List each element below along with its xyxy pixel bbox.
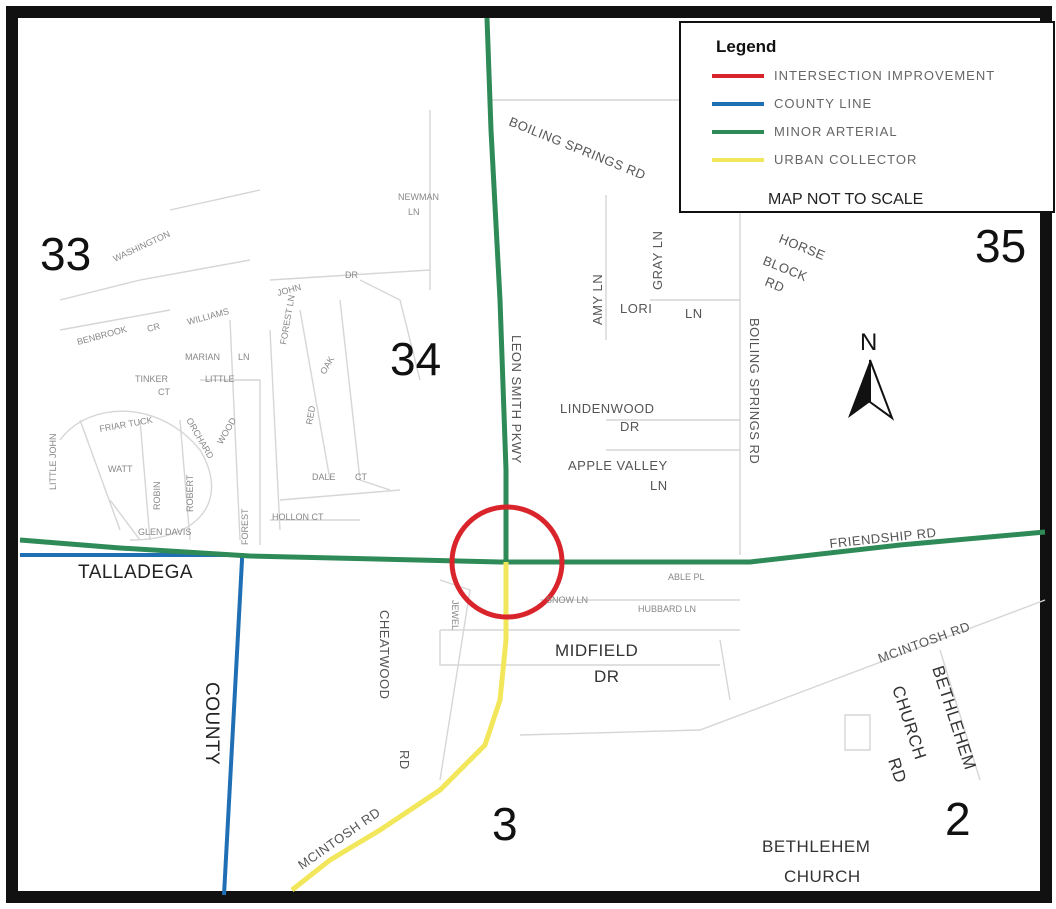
watt-label: WATT [108,464,133,474]
section-3-label: 3 [492,798,518,850]
midfield-label: MIDFIELD [555,641,638,660]
north-arrow-label: N [860,329,877,356]
little-label: LITTLE [205,374,235,384]
newman-label: NEWMAN [398,192,439,202]
county-label: COUNTY [201,682,222,765]
marian-ln-label: LN [238,352,250,362]
hubbard-ln-label: HUBBARD LN [638,604,696,614]
tinker-ct-label: CT [158,387,170,397]
forest-label: FOREST [240,508,250,545]
leon-smith-pkwy-line [484,17,509,562]
bethlehem-church-label-1: BETHLEHEM [762,837,870,856]
gray-ln-label: GRAY LN [650,231,665,290]
horse-block-rd-label: RD [763,274,787,295]
glen-davis-label: GLEN DAVIS [138,527,191,537]
section-34-label: 34 [390,333,441,385]
lori-ln-label: LN [685,306,703,321]
section-2-label: 2 [945,793,971,845]
amy-ln-label: AMY LN [590,274,605,325]
friendship-rd-line [19,529,1046,565]
section-33-label: 33 [40,228,91,280]
marian-label: MARIAN [185,352,220,362]
intersection-improvement-marker [449,504,565,620]
newman-ln-label: LN [408,207,420,217]
cheatwood-label: CHEATWOOD [377,610,392,699]
local-streets [59,99,1046,781]
cheatwood-rd-label: RD [397,750,412,770]
lindenwood-label: LINDENWOOD [560,401,655,416]
section-35-label: 35 [975,220,1026,272]
robert-label: ROBERT [185,474,195,512]
cr-label: CR [146,321,162,334]
minor-arterials [19,17,1046,565]
hollon-ct-label: HOLLON CT [272,512,324,522]
legend-box: Legend INTERSECTION IMPROVEMENT COUNTY LI… [679,21,1055,213]
little-john-label: LITTLE JOHN [48,433,58,490]
jewel-label: JEWEL [450,600,460,630]
north-arrow-icon: N [848,329,895,421]
midfield-dr-label: DR [594,667,620,686]
map-not-to-scale-note: MAP NOT TO SCALE [768,191,923,208]
robin-label: ROBIN [152,481,162,510]
dale-label: DALE [312,472,336,482]
apple-valley-label: APPLE VALLEY [568,458,668,473]
legend-item-label-2: MINOR ARTERIAL [774,124,898,139]
dr-label: DR [345,270,358,280]
mcintosh-rd-collector-line [290,562,509,892]
bethlehem-church-label-2: CHURCH [784,867,861,886]
able-pl-label: ABLE PL [668,572,705,582]
dale-ct-label: CT [355,472,367,482]
legend-items: INTERSECTION IMPROVEMENT COUNTY LINE MINOR… [712,68,995,167]
talladega-label: TALLADEGA [78,562,193,583]
tinker-label: TINKER [135,374,169,384]
legend-item-label-1: COUNTY LINE [774,96,872,111]
lindenwood-dr-label: DR [620,419,640,434]
apple-valley-ln-label: LN [650,478,668,493]
leon-smith-pkwy-label: LEON SMITH PKWY [509,335,524,464]
snow-ln-label: SNOW LN [546,595,588,605]
lori-label: LORI [620,301,652,316]
legend-item-label-0: INTERSECTION IMPROVEMENT [774,68,995,83]
legend-title: Legend [716,37,776,56]
boiling-springs-rd-vertical-label: BOILING SPRINGS RD [747,318,762,464]
legend-item-label-3: URBAN COLLECTOR [774,152,917,167]
red-label: RED [304,404,317,425]
